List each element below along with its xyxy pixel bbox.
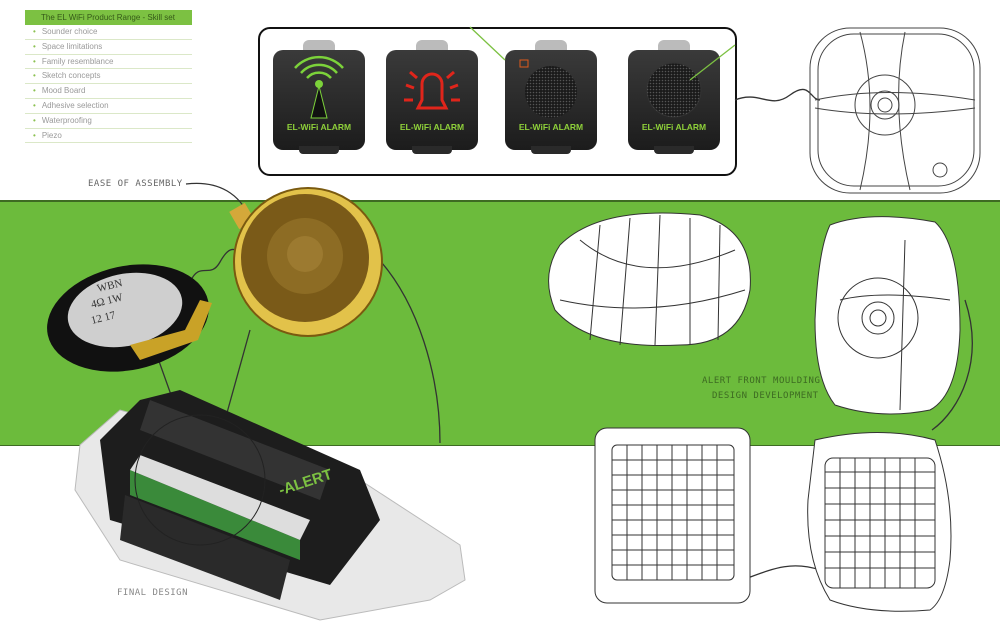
- list-item: •Mood Board: [25, 84, 192, 99]
- list-item: •Sketch concepts: [25, 69, 192, 85]
- list-item: •Waterproofing: [25, 114, 192, 129]
- speaker-black: [47, 264, 212, 372]
- speaker-grille-icon: [646, 62, 702, 118]
- skill-set-title: The EL WiFi Product Range - Skill set: [25, 10, 192, 25]
- sketch-side-view: [548, 212, 751, 347]
- speaker-grille-icon: [519, 59, 577, 118]
- product-grille: EL-WiFi ALARM: [628, 40, 720, 158]
- antenna-icon: [294, 55, 344, 119]
- product-bell: EL-WiFi ALARM: [386, 40, 478, 158]
- product-label: EL-WiFi ALARM: [641, 122, 707, 132]
- product-antenna: EL-WiFi ALARM: [273, 40, 365, 158]
- list-item: •Sounder choice: [25, 25, 192, 40]
- sketch-grille-front: [594, 427, 751, 604]
- speaker-label-line: 12 17: [90, 309, 117, 327]
- product-label: EL-WiFi ALARM: [399, 122, 465, 132]
- list-item: •Space limitations: [25, 40, 192, 55]
- list-item: •Piezo: [25, 129, 192, 144]
- annotation-final-design: FINAL DESIGN: [117, 588, 189, 598]
- final-design-device: [74, 390, 466, 621]
- sketch-three-quarter-view: [814, 216, 961, 415]
- sketch-grille-perspective: [807, 432, 952, 612]
- list-item: •Family resemblance: [25, 55, 192, 70]
- list-item: •Adhesive selection: [25, 99, 192, 114]
- product-grille-orange: EL-WiFi ALARM: [505, 40, 597, 158]
- product-label: EL-WiFi ALARM: [286, 122, 352, 132]
- product-label: EL-WiFi ALARM: [518, 122, 584, 132]
- annotation-alert-front-2: DESIGN DEVELOPMENT: [712, 391, 819, 401]
- annotation-alert-front-1: ALERT FRONT MOULDING: [702, 376, 821, 386]
- piezo-disc: [229, 187, 383, 337]
- skill-set-list: The EL WiFi Product Range - Skill set •S…: [25, 10, 192, 144]
- bell-icon: [404, 70, 460, 110]
- sketch-front-view: [809, 27, 981, 194]
- annotation-ease-of-assembly: EASE OF ASSEMBLY: [88, 179, 183, 189]
